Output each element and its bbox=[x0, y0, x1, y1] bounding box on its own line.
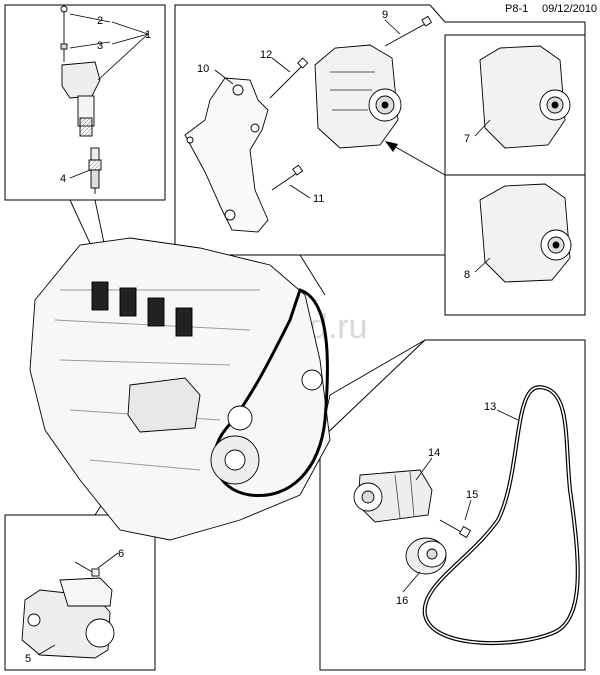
bolt-12 bbox=[269, 65, 303, 99]
engine-assembly bbox=[29, 237, 331, 541]
callout-13-leader bbox=[496, 409, 519, 421]
bolt-11-head bbox=[292, 164, 304, 176]
bolt-9 bbox=[384, 23, 426, 47]
generator bbox=[314, 44, 402, 149]
callout-2-leader bbox=[69, 13, 111, 23]
bolt-12-head bbox=[297, 57, 309, 69]
callout-16: 16 bbox=[396, 595, 408, 607]
callout-6-leader bbox=[97, 552, 119, 569]
callout-14: 14 bbox=[428, 447, 440, 459]
belt-detail-frame bbox=[319, 339, 586, 671]
idler-pulley bbox=[405, 537, 447, 575]
callout-1: 1 bbox=[145, 29, 151, 41]
ignition-coil bbox=[60, 5, 101, 137]
callout-12-leader bbox=[271, 57, 291, 73]
callout-5-leader bbox=[37, 644, 56, 656]
callout-14-leader bbox=[415, 457, 433, 481]
callout-16-leader bbox=[402, 571, 421, 593]
generator-variant-7 bbox=[479, 45, 571, 149]
ignition-coil-detail-frame bbox=[4, 4, 166, 201]
callout-2: 2 bbox=[97, 15, 103, 27]
generator-frame-leader-2 bbox=[299, 254, 326, 296]
revision-date: 09/12/2010 bbox=[542, 3, 598, 15]
generator-variant-8 bbox=[479, 183, 572, 283]
callout-7-leader bbox=[474, 119, 491, 137]
generator-variant-8-frame bbox=[444, 174, 586, 316]
callout-15: 15 bbox=[466, 489, 478, 501]
variant-arrow-head bbox=[385, 141, 398, 152]
callout-10-leader bbox=[214, 69, 234, 85]
callout-15-leader bbox=[464, 499, 472, 521]
callout-9: 9 bbox=[382, 9, 388, 21]
spark-plug bbox=[88, 147, 102, 194]
page-number: P8-1 bbox=[505, 3, 529, 15]
callout-7: 7 bbox=[464, 133, 470, 145]
drive-belt bbox=[422, 385, 580, 645]
variant-arrow-line bbox=[391, 144, 446, 176]
belt-frame-leader-2 bbox=[329, 339, 426, 396]
callout-4-leader bbox=[69, 169, 91, 179]
callout-3-leader bbox=[69, 41, 111, 49]
callout-11-leader bbox=[289, 184, 311, 199]
bolt-9-head bbox=[421, 15, 433, 27]
callout-1-leader-a bbox=[111, 21, 149, 35]
generator-bracket bbox=[184, 77, 269, 233]
callout-11: 11 bbox=[313, 193, 324, 205]
bolt-11 bbox=[271, 172, 298, 191]
callout-12: 12 bbox=[260, 49, 272, 61]
starter-bolt bbox=[74, 561, 100, 577]
callout-6: 6 bbox=[118, 548, 124, 560]
tensioner-bolt bbox=[439, 519, 472, 539]
starter-detail-frame bbox=[4, 514, 156, 671]
callout-13: 13 bbox=[484, 401, 496, 413]
callout-3: 3 bbox=[97, 40, 103, 52]
callout-1-leader-c bbox=[97, 33, 149, 81]
callout-8-leader bbox=[474, 257, 491, 273]
starter-motor bbox=[21, 577, 115, 659]
callout-9-leader bbox=[384, 19, 401, 35]
callout-8: 8 bbox=[464, 269, 470, 281]
callout-10: 10 bbox=[197, 63, 209, 75]
callout-4: 4 bbox=[60, 173, 66, 185]
belt-tensioner bbox=[353, 469, 433, 523]
callout-5: 5 bbox=[25, 653, 31, 665]
callout-1-leader-b bbox=[111, 33, 149, 45]
